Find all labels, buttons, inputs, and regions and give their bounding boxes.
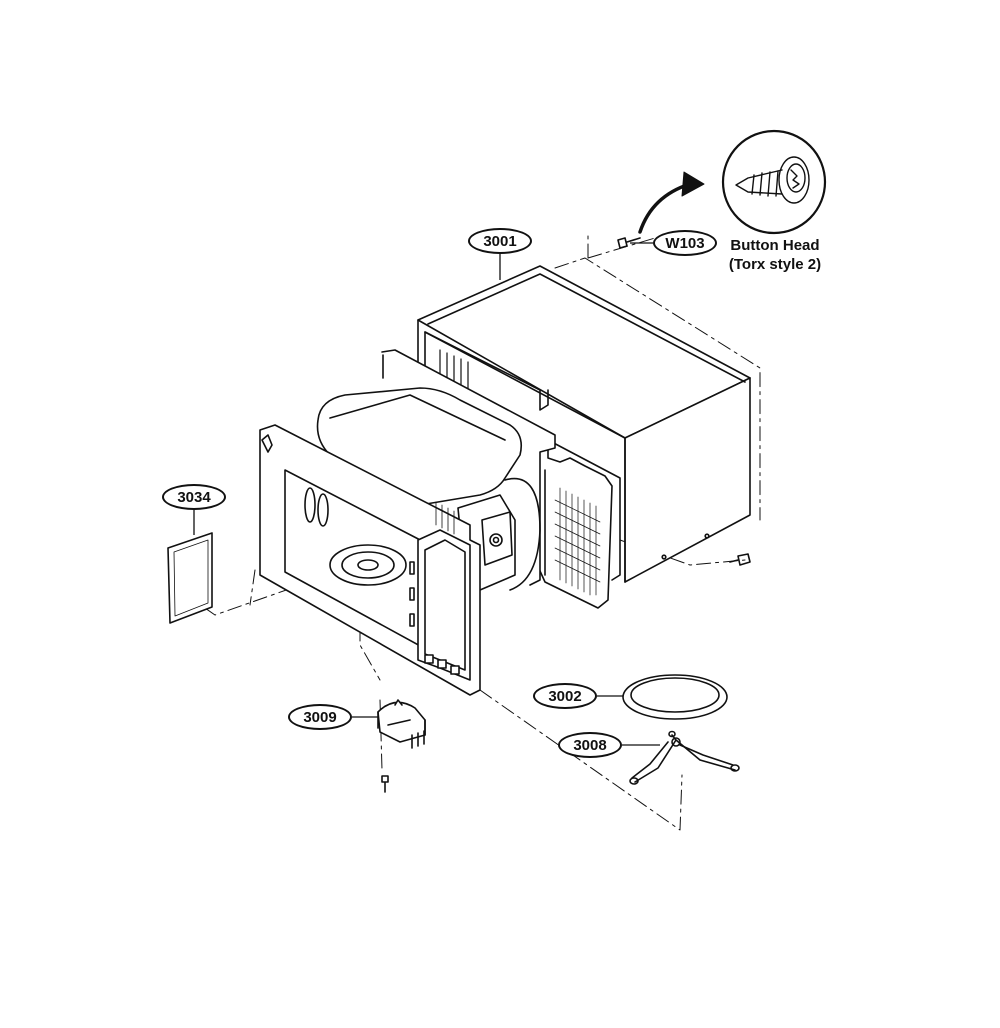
detail-label-line1: Button Head bbox=[730, 237, 820, 254]
top-screw bbox=[617, 237, 641, 249]
callout-3009: 3009 bbox=[288, 704, 352, 730]
button-head-screw-icon bbox=[735, 156, 810, 204]
side-screw bbox=[729, 553, 751, 566]
detail-label-line2: (Torx style 2) bbox=[728, 256, 822, 273]
chassis-vents bbox=[435, 501, 455, 535]
outer-cabinet bbox=[417, 265, 751, 583]
callout-3002: 3002 bbox=[533, 683, 597, 709]
roller-ring bbox=[629, 730, 740, 785]
callout-w103: W103 bbox=[653, 230, 717, 256]
motor-screw bbox=[381, 775, 389, 793]
back-panel-mesh bbox=[554, 487, 601, 596]
callout-3008: 3008 bbox=[558, 732, 622, 758]
detail-arrowhead bbox=[681, 171, 705, 197]
waveguide-cover bbox=[167, 532, 213, 624]
turntable-motor bbox=[377, 699, 426, 749]
cabinet-vents bbox=[439, 349, 469, 408]
callout-3034: 3034 bbox=[162, 484, 226, 510]
inner-chassis bbox=[259, 349, 556, 696]
callout-3001: 3001 bbox=[468, 228, 532, 254]
back-panel bbox=[534, 439, 613, 609]
glass-tray bbox=[622, 674, 728, 720]
detail-circle bbox=[721, 129, 827, 235]
